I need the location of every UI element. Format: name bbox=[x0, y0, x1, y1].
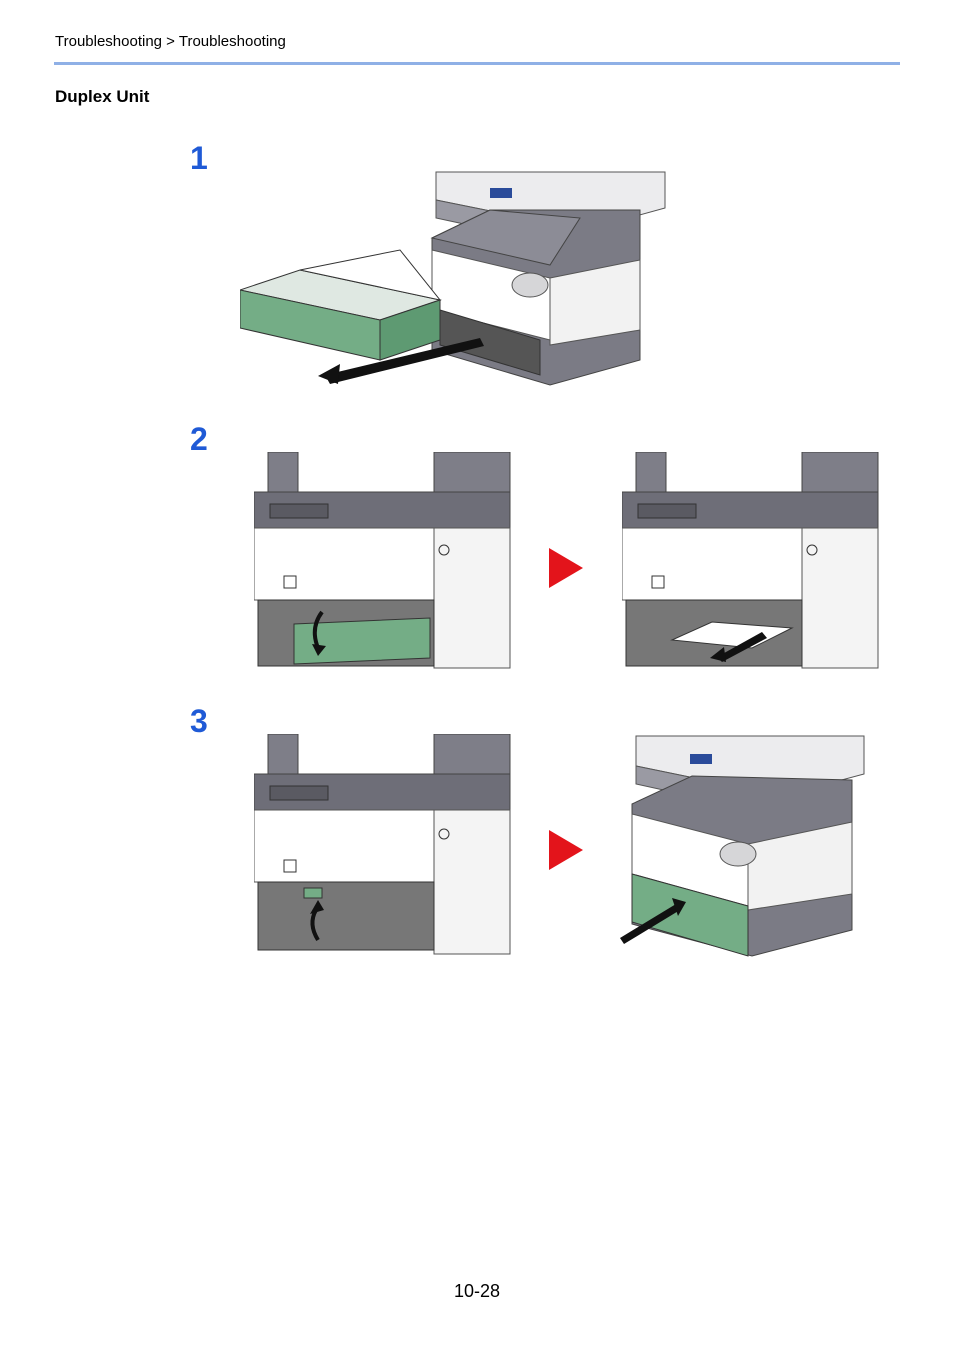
breadcrumb: Troubleshooting > Troubleshooting bbox=[55, 33, 286, 50]
step-3b-illustration bbox=[612, 734, 868, 960]
step-3-next-arrow bbox=[549, 830, 585, 870]
section-title: Duplex Unit bbox=[55, 87, 149, 107]
step-1-number: 1 bbox=[190, 142, 208, 174]
step-3-number: 3 bbox=[190, 705, 208, 737]
step-3a-illustration bbox=[254, 734, 512, 956]
step-2-next-arrow bbox=[549, 548, 585, 588]
step-2a-illustration bbox=[254, 452, 512, 672]
step-2-number: 2 bbox=[190, 423, 208, 455]
step-1-illustration bbox=[240, 170, 670, 390]
step-2b-illustration bbox=[622, 452, 880, 672]
header-rule bbox=[54, 62, 900, 65]
page-number: 10-28 bbox=[0, 1281, 954, 1302]
